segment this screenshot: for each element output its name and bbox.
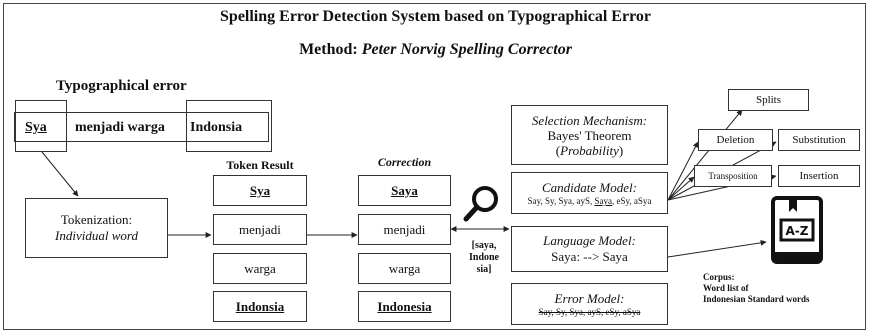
tokenization-label: Tokenization: <box>60 212 133 227</box>
selection-title: Selection Mechanism: <box>531 112 648 128</box>
method-prefix: Method: <box>299 41 358 58</box>
error-model-box: Error Model: Say, Sy, Sya, ayS, eSy, aSy… <box>511 283 668 325</box>
candidate-title: Candidate Model: <box>542 180 637 195</box>
selection-probability: (Probability) <box>556 143 623 158</box>
token-menjadi: menjadi <box>213 214 307 245</box>
sentence-words-middle: menjadi warga <box>75 120 165 135</box>
correction-indonesia: Indonesia <box>358 291 451 322</box>
candidate-list-start: Say, Sy, Sya, ayS, <box>527 196 595 206</box>
search-result-label: [saya, Indone sia] <box>464 240 504 276</box>
candidate-selected: Saya <box>594 196 612 206</box>
correction-saya: Saya <box>358 175 451 206</box>
search-label-line2: Indone <box>468 252 499 263</box>
op-substitution: Substitution <box>778 129 860 151</box>
sya-highlight <box>15 100 67 152</box>
token-sya: Sya <box>213 175 307 206</box>
svg-text:A-Z: A-Z <box>786 224 809 238</box>
sentence-box <box>14 112 269 142</box>
paren-open: ( <box>555 142 561 158</box>
op-transposition: Transposition <box>694 165 772 187</box>
language-mapping: Saya: --> Saya <box>551 249 628 264</box>
tokenization-method: Individual word <box>55 228 138 243</box>
error-title: Error Model: <box>554 291 625 306</box>
error-list: Say, Sy, Sya, ayS, eSy, aSya <box>538 307 641 317</box>
corpus-line2: Word list of <box>703 283 749 293</box>
selection-mechanism-box: Selection Mechanism: Bayes' Theorem (Pro… <box>511 105 668 165</box>
language-model-box: Language Model: Saya: --> Saya <box>511 226 668 272</box>
book-a-z-icon: A-Z <box>771 196 823 264</box>
language-title: Language Model: <box>543 233 636 248</box>
paren-close: ) <box>618 142 624 158</box>
search-label-line1: [saya, <box>471 240 497 251</box>
correction-menjadi: menjadi <box>358 214 451 245</box>
token-warga: warga <box>213 253 307 284</box>
token-indonsia: Indonsia <box>213 291 307 322</box>
magnifier-icon <box>463 186 498 222</box>
sentence-word-indonsia: Indonsia <box>190 120 243 135</box>
corpus-line3: Indonesian Standard words <box>703 294 810 304</box>
diagram-frame <box>3 3 866 330</box>
selection-method: Bayes' Theorem <box>547 127 632 143</box>
sentence-word-sya: Sya <box>25 120 47 135</box>
candidate-model-box: Candidate Model: Say, Sy, Sya, ayS, Saya… <box>511 172 668 214</box>
correction-heading: Correction <box>377 155 432 169</box>
op-splits: Splits <box>728 89 809 111</box>
indonsia-highlight <box>186 100 272 152</box>
probability-word: Probability <box>560 142 619 158</box>
search-label-line3: sia] <box>476 264 492 275</box>
candidate-list-end: , eSy, aSya <box>611 196 652 206</box>
corpus-title: Corpus: <box>703 272 735 282</box>
method-name: Peter Norvig Spelling Corrector <box>361 41 572 58</box>
op-insertion: Insertion <box>778 165 860 187</box>
typo-heading: Typographical error <box>56 78 187 94</box>
method-line: Method: Peter Norvig Spelling Corrector <box>0 41 871 59</box>
diagram-title: Spelling Error Detection System based on… <box>220 8 651 25</box>
correction-warga: warga <box>358 253 451 284</box>
candidate-list: Say, Sy, Sya, ayS, Saya, eSy, aSya <box>528 196 652 206</box>
token-result-heading: Token Result <box>226 158 294 172</box>
tokenization-box: Tokenization: Individual word <box>25 198 168 258</box>
corpus-label: Corpus: Word list of Indonesian Standard… <box>703 272 810 305</box>
op-deletion: Deletion <box>698 129 773 151</box>
